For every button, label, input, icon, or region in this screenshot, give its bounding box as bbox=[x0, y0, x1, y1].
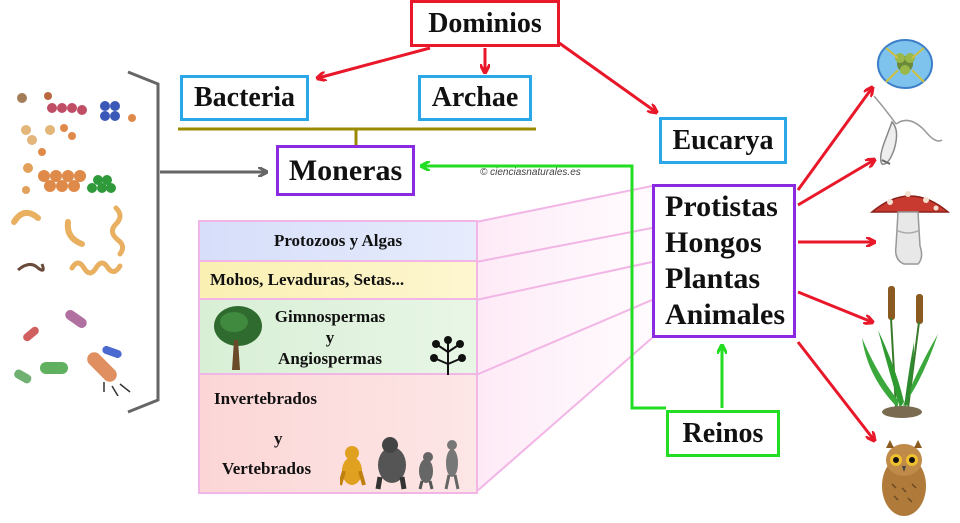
moneras-label: Moneras bbox=[288, 153, 403, 187]
conjunction-y-animals: y bbox=[274, 429, 283, 448]
moneras-box: Moneras bbox=[276, 145, 415, 196]
bacteria-box: Bacteria bbox=[180, 75, 309, 121]
mushroom-icon bbox=[869, 191, 951, 265]
band-mohos: Mohos, Levaduras, Setas... bbox=[200, 262, 476, 300]
kingdom-protistas: Protistas bbox=[665, 190, 778, 223]
reinos-label: Reinos bbox=[682, 417, 764, 449]
cattail-plant-icon bbox=[862, 286, 938, 418]
gimnospermas-label: Gimnospermas bbox=[274, 307, 386, 326]
band-protozoos: Protozoos y Algas bbox=[200, 222, 476, 262]
dominios-box: Dominios bbox=[410, 0, 560, 47]
protist-icon bbox=[877, 39, 933, 89]
kingdoms-box: Protistas Hongos Plantas Animales bbox=[652, 184, 796, 338]
band-plantas: Gimnospermas y Angiospermas bbox=[200, 300, 476, 388]
kingdom-plantas: Plantas bbox=[665, 262, 761, 295]
copyright-notice: © cienciasnaturales.es bbox=[480, 167, 581, 178]
conjunction-y-plants: y bbox=[325, 328, 335, 347]
dominios-label: Dominios bbox=[428, 7, 542, 39]
band-protozoos-label: Protozoos y Algas bbox=[273, 231, 403, 250]
kingdom-hongos: Hongos bbox=[665, 226, 762, 259]
bacteria-cluster bbox=[11, 92, 136, 396]
archae-box: Archae bbox=[418, 75, 532, 121]
band-animales: Invertebrados y Vertebrados bbox=[200, 375, 476, 492]
owl-icon bbox=[882, 440, 926, 516]
archae-label: Archae bbox=[431, 82, 519, 113]
bacteria-label: Bacteria bbox=[193, 82, 296, 113]
eucarya-label: Eucarya bbox=[672, 124, 774, 156]
invertebrados-label: Invertebrados bbox=[214, 389, 317, 408]
flagellate-icon bbox=[873, 95, 943, 165]
reinos-box: Reinos bbox=[666, 410, 780, 457]
tree-icon bbox=[214, 306, 262, 370]
vertebrados-label: Vertebrados bbox=[222, 459, 312, 478]
primates-evolution-icon bbox=[340, 437, 460, 490]
kingdom-bands-panel bbox=[198, 220, 478, 494]
angiospermas-label: Angiospermas bbox=[278, 349, 382, 368]
eucarya-box: Eucarya bbox=[659, 117, 787, 164]
band-mohos-label: Mohos, Levaduras, Setas... bbox=[210, 270, 405, 289]
kingdom-animales: Animales bbox=[665, 298, 785, 331]
